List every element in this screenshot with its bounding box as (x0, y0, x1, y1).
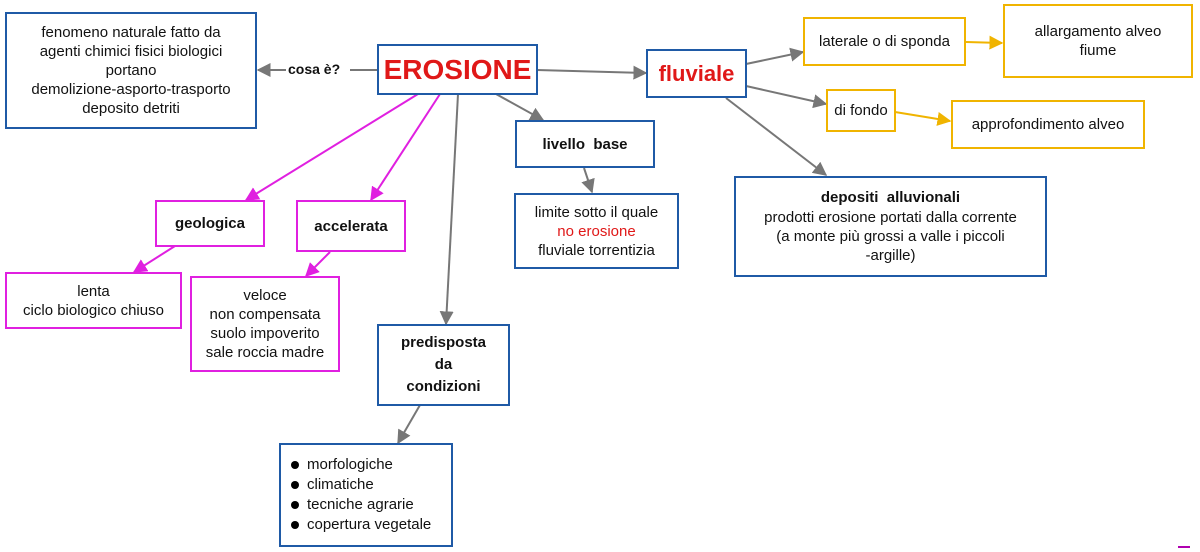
erosione-title: EROSIONE (383, 53, 532, 85)
geologica-title: geologica (174, 215, 245, 232)
list-item-label: morfologiche (307, 456, 393, 473)
bullet-icon (291, 521, 299, 529)
di-fondo-label: di fondo (834, 102, 888, 119)
arrow-geologica-to-lenta (132, 245, 176, 273)
geologica-desc-box: lenta ciclo biologico chiuso (5, 272, 182, 329)
list-item-label: tecniche agrarie (307, 496, 414, 513)
geologica-line: lenta (77, 282, 110, 300)
list-item-label: copertura vegetale (307, 516, 432, 533)
approfondimento-label: approfondimento alveo (971, 116, 1125, 133)
geologica-node: geologica (155, 200, 265, 247)
arrow-erosione-to-livello (495, 93, 545, 121)
arrow-erosione-to-geologica (244, 93, 419, 201)
definition-line: fenomeno naturale fatto da (41, 24, 221, 41)
corner-mark (1178, 546, 1190, 548)
arrow-livello-to-limite (581, 167, 595, 194)
definition-line: deposito detriti (82, 100, 180, 117)
depositi-line: -argille) (865, 247, 916, 264)
laterale-label: laterale o di sponda (819, 33, 950, 50)
predisposta-title-line: predisposta (400, 334, 487, 351)
depositi-box: depositi alluvionali prodotti erosione p… (734, 176, 1047, 277)
laterale-box: laterale o di sponda (803, 17, 966, 66)
depositi-title: depositi alluvionali (820, 189, 961, 206)
bullet-icon (291, 481, 299, 489)
accelerata-line: suolo impoverito (210, 325, 320, 342)
accelerata-line: sale roccia madre (205, 344, 325, 361)
list-item-label: climatiche (307, 476, 374, 493)
arrow-erosione-to-accelerata (370, 93, 441, 202)
list-item: climatiche (291, 475, 374, 495)
livello-desc-line: limite sotto il quale (534, 203, 659, 221)
list-item: copertura vegetale (291, 515, 431, 535)
geologica-line: ciclo biologico chiuso (23, 301, 164, 319)
definition-line: portano (105, 62, 157, 79)
livello-desc-box: limite sotto il quale no erosione fluvia… (514, 193, 679, 269)
bullet-icon (291, 501, 299, 509)
list-item: tecniche agrarie (291, 495, 414, 515)
arrow-laterale-to-allargamento (965, 35, 1004, 50)
livello-desc-red: no erosione (557, 222, 636, 240)
arrow-erosione-to-predisposta (439, 93, 459, 326)
arrow-accelerata-to-veloce (305, 251, 331, 277)
cosa-e-label: cosa è? (288, 61, 341, 77)
depositi-line: (a monte più grossi a valle i piccoli (776, 228, 1005, 245)
bullet-icon (291, 461, 299, 469)
predisposta-title-line: condizioni (406, 378, 481, 395)
allargamento-line: allargamento alveo (1034, 23, 1162, 40)
approfondimento-box: approfondimento alveo (951, 100, 1145, 149)
livello-base-node: livello base (515, 120, 655, 168)
arrow-predisposta-to-bullets (397, 404, 421, 445)
arrow-di-fondo-to-approfondimento (894, 111, 952, 126)
accelerata-line: veloce (243, 287, 287, 304)
predisposta-title-line: da (434, 356, 453, 373)
predisposta-list-box: morfologiche climatiche tecniche agrarie… (279, 443, 453, 547)
accelerata-line: non compensata (209, 306, 321, 323)
erosione-node: EROSIONE (377, 44, 538, 95)
definition-box: fenomeno naturale fatto da agenti chimic… (5, 12, 257, 129)
fluviale-node: fluviale (646, 49, 747, 98)
fluviale-title: fluviale (658, 60, 735, 86)
list-item: morfologiche (291, 455, 393, 475)
di-fondo-box: di fondo (826, 89, 896, 132)
arrow-erosione-to-fluviale (536, 65, 648, 80)
allargamento-line: fiume (1079, 42, 1117, 59)
definition-line: agenti chimici fisici biologici (39, 43, 223, 60)
arrow-fluviale-to-depositi (725, 97, 828, 176)
arrow-fluviale-to-di-fondo (745, 85, 828, 109)
definition-line: demolizione-asporto-trasporto (31, 81, 231, 98)
allargamento-box: allargamento alveo fiume (1003, 4, 1193, 78)
arrow-fluviale-to-laterale (745, 47, 805, 65)
livello-base-title: livello base (542, 135, 628, 153)
predisposta-node: predisposta da condizioni (377, 324, 510, 406)
accelerata-node: accelerata (296, 200, 406, 252)
livello-desc-line: fluviale torrentizia (538, 241, 655, 259)
depositi-line: prodotti erosione portati dalla corrente (764, 209, 1017, 226)
accelerata-desc-box: veloce non compensata suolo impoverito s… (190, 276, 340, 372)
accelerata-title: accelerata (314, 217, 388, 235)
